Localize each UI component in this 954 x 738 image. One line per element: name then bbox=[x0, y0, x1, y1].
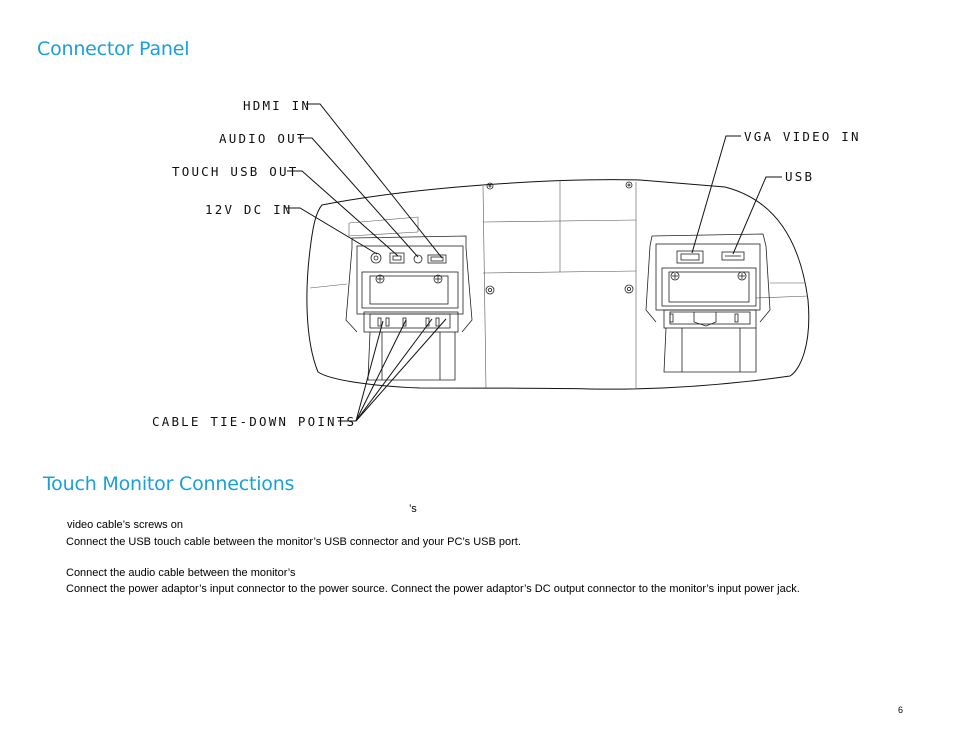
step-power-connection: Connect the power adaptor’s input connec… bbox=[66, 583, 800, 595]
usb-port bbox=[721, 251, 745, 261]
step-audio-connection: Connect the audio cable between the moni… bbox=[66, 567, 296, 579]
label-usb: USB bbox=[785, 169, 814, 184]
leader-lines bbox=[286, 103, 782, 422]
label-vga-video-in: VGA VIDEO IN bbox=[744, 129, 861, 144]
left-ports bbox=[370, 252, 447, 264]
step-usb-connection: Connect the USB touch cable between the … bbox=[66, 536, 521, 548]
label-audio-out: AUDIO OUT bbox=[219, 131, 307, 146]
touch-monitor-connections-heading: Touch Monitor Connections bbox=[43, 473, 295, 495]
panel-seams bbox=[309, 180, 809, 389]
right-connector-housing bbox=[645, 233, 771, 373]
panel-screws bbox=[485, 181, 634, 295]
vga-port bbox=[676, 250, 704, 264]
left-connector-housing bbox=[345, 235, 473, 381]
label-touch-usb-out: TOUCH USB OUT bbox=[172, 164, 298, 179]
hdmi-in-port bbox=[427, 254, 447, 264]
connector-panel-diagram: HDMI IN AUDIO OUT TOUCH USB OUT 12V DC I… bbox=[152, 98, 861, 429]
text-fragment-screws: video cable’s screws on bbox=[67, 519, 183, 531]
connector-panel-heading: Connector Panel bbox=[37, 38, 190, 60]
right-ports bbox=[676, 250, 745, 264]
label-dc-in: 12V DC IN bbox=[205, 202, 293, 217]
dc-in-port bbox=[370, 252, 382, 264]
monitor-back-outline bbox=[306, 179, 810, 390]
text-fragment-possessive: ’s bbox=[409, 503, 417, 515]
label-hdmi-in: HDMI IN bbox=[243, 98, 311, 113]
label-cable-tie-down: CABLE TIE-DOWN POINTS bbox=[152, 414, 356, 429]
page-number: 6 bbox=[898, 705, 904, 715]
touch-usb-port bbox=[389, 252, 405, 264]
audio-out-port bbox=[413, 254, 423, 264]
